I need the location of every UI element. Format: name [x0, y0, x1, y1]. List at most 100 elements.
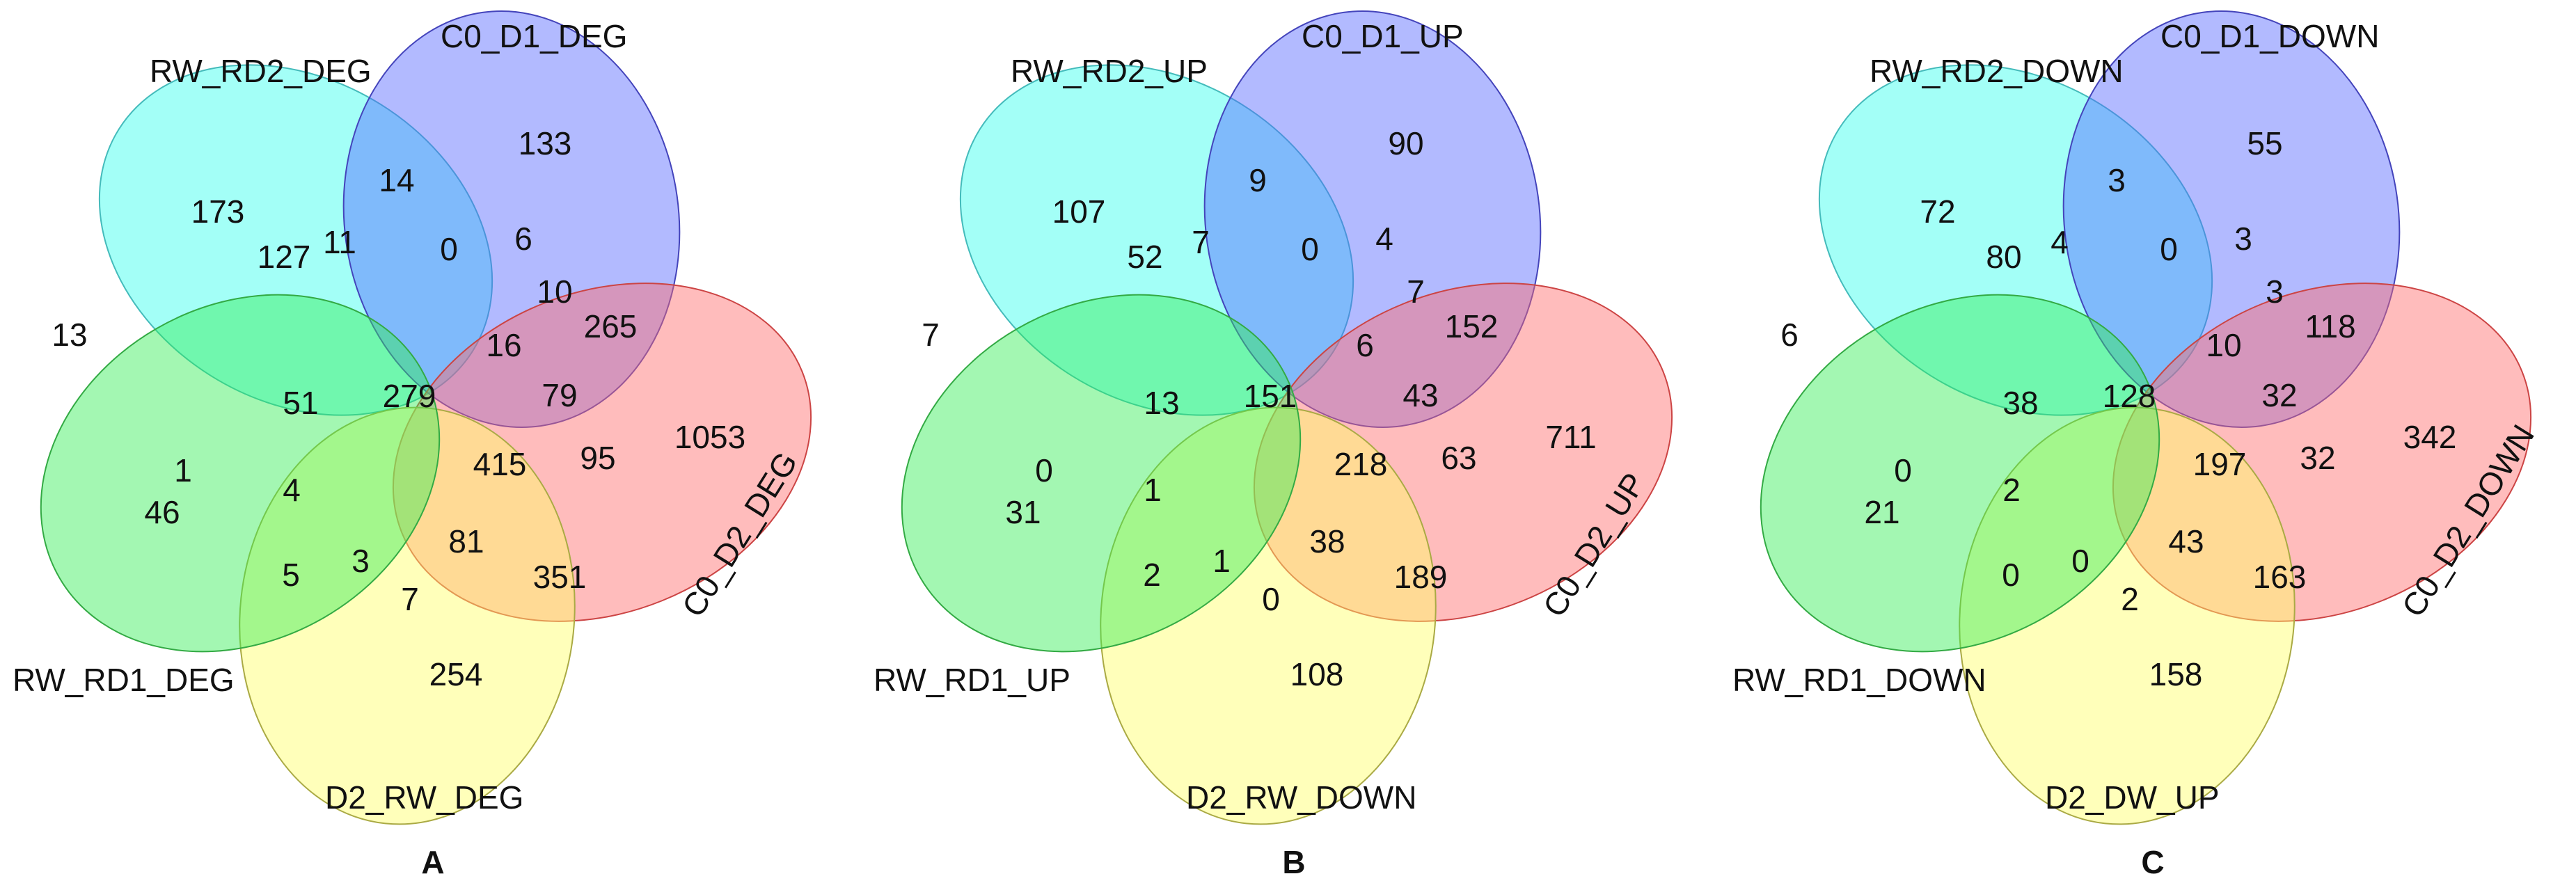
region-count-eb-in: 0 [1894, 452, 1912, 488]
set-label-d2-rw: D2_RW_DOWN [1186, 779, 1416, 816]
region-count-g1: 7 [1192, 224, 1210, 260]
region-count-g3: 10 [537, 273, 572, 310]
region-count-g5: 79 [542, 377, 577, 413]
region-count-da-in: 0 [1262, 581, 1280, 617]
region-count-e: 31 [1005, 494, 1041, 530]
region-count-g1: 11 [323, 224, 356, 260]
region-count-ab: 14 [379, 162, 414, 198]
set-label-rw-rd1: RW_RD1_DEG [13, 662, 235, 698]
region-count-bd-in: 3 [2234, 221, 2252, 257]
region-count-a: 173 [191, 193, 245, 230]
region-count-g1: 4 [2050, 224, 2069, 260]
region-count-ab: 3 [2108, 162, 2126, 198]
set-label-rw-rd2: RW_RD2_DOWN [1870, 53, 2124, 89]
region-count-g6: 415 [473, 446, 527, 482]
region-count-g4: 6 [1356, 327, 1374, 363]
region-count-ce-in: 95 [580, 440, 615, 476]
set-d2-rw-ellipse [1100, 406, 1437, 825]
set-label-rw-rd1: RW_RD1_UP [874, 662, 1070, 698]
region-count-g8: 1 [1212, 543, 1231, 579]
region-count-ea: 13 [52, 317, 87, 353]
region-count-e: 21 [1864, 494, 1899, 530]
region-count-core: 279 [383, 378, 436, 414]
region-count-cd: 163 [2253, 559, 2307, 595]
region-count-g10: 51 [283, 385, 318, 421]
set-label-rw-rd2: RW_RD2_DEG [150, 53, 372, 89]
region-count-b: 133 [519, 125, 572, 161]
region-count-g9: 2 [2002, 472, 2021, 508]
set-rw-rd2-ellipse [959, 64, 1354, 416]
region-count-a: 72 [1920, 193, 1955, 230]
region-count-c: 1053 [674, 419, 745, 455]
region-count-ce-in: 63 [1441, 440, 1476, 476]
region-count-bc: 265 [584, 308, 638, 344]
region-count-eb-in: 0 [1035, 452, 1053, 488]
region-count-g10: 38 [2002, 385, 2038, 421]
set-label-d2-rw: D2_DW_UP [2045, 779, 2220, 816]
region-count-g5: 32 [2261, 377, 2297, 413]
region-count-g6: 197 [2193, 446, 2247, 482]
region-count-ea: 7 [922, 317, 940, 353]
set-d2-rw-ellipse [239, 406, 576, 825]
region-count-ac-in: 127 [258, 239, 311, 275]
set-rw-rd1-ellipse [40, 294, 441, 653]
set-label-rw-rd2: RW_RD2_UP [1011, 53, 1208, 89]
region-count-ce-in: 32 [2300, 440, 2335, 476]
region-count-bc: 118 [2305, 308, 2355, 344]
venn-panel-c: RW_RD2_DOWNC0_D1_DOWNC0_D2_DOWND2_DW_UPR… [1732, 10, 2541, 880]
set-rw-rd2-ellipse [98, 64, 493, 416]
set-c0-d1-ellipse [1203, 10, 1542, 428]
panel-letter: A [421, 844, 444, 880]
region-count-de: 0 [2002, 557, 2020, 593]
set-label-rw-rd1: RW_RD1_DOWN [1732, 662, 1986, 698]
region-count-da-in: 7 [401, 581, 419, 617]
set-rw-rd1-ellipse [1760, 294, 2160, 653]
set-rw-rd2-ellipse [1818, 64, 2213, 416]
set-c0-d2-ellipse [2112, 283, 2532, 622]
set-c0-d2-ellipse [392, 283, 812, 622]
region-count-ea: 6 [1780, 317, 1799, 353]
region-count-d: 158 [2149, 656, 2203, 692]
venn-panel-a: RW_RD2_DEGC0_D1_DEGC0_D2_DEGD2_RW_DEGRW_… [13, 10, 812, 880]
set-label-d2-rw: D2_RW_DEG [325, 779, 523, 816]
set-c0-d1-ellipse [2062, 10, 2401, 428]
region-count-ac-in: 52 [1127, 239, 1162, 275]
region-count-g5: 43 [1402, 377, 1438, 413]
region-count-g7: 38 [1309, 523, 1345, 559]
set-c0-d1-ellipse [342, 10, 681, 428]
region-count-d: 254 [429, 656, 483, 692]
region-count-b: 90 [1388, 125, 1423, 161]
region-count-g2: 0 [2160, 231, 2178, 267]
region-count-core: 128 [2103, 378, 2156, 414]
panel-letter: B [1282, 844, 1305, 880]
region-count-cd: 189 [1394, 559, 1448, 595]
set-label-c0-d1: C0_D1_DOWN [2160, 18, 2379, 54]
region-count-d: 108 [1290, 656, 1344, 692]
set-label-c0-d1: C0_D1_DEG [441, 18, 627, 54]
panel-letter: C [2141, 844, 2164, 880]
region-count-eb-in: 1 [174, 452, 192, 488]
region-count-de: 2 [1143, 557, 1161, 593]
set-d2-rw-ellipse [1959, 406, 2296, 825]
region-count-g4: 16 [486, 327, 521, 363]
region-count-g8: 0 [2071, 543, 2089, 579]
region-count-ac-in: 80 [1986, 239, 2021, 275]
region-count-g2: 0 [440, 231, 458, 267]
region-count-a: 107 [1052, 193, 1106, 230]
region-count-g6: 218 [1334, 446, 1388, 482]
set-rw-rd1-ellipse [901, 294, 1302, 653]
region-count-g3: 7 [1407, 273, 1425, 310]
region-count-g10: 13 [1144, 385, 1179, 421]
region-count-de: 5 [282, 557, 300, 593]
region-count-c: 342 [2403, 419, 2457, 455]
region-count-bc: 152 [1445, 308, 1499, 344]
region-count-g4: 10 [2206, 327, 2241, 363]
region-count-b: 55 [2247, 125, 2282, 161]
region-count-bd-in: 4 [1375, 221, 1393, 257]
region-count-g3: 3 [2266, 273, 2284, 310]
region-count-g7: 81 [448, 523, 484, 559]
region-count-g9: 1 [1144, 472, 1162, 508]
region-count-cd: 351 [533, 559, 587, 595]
region-count-core: 151 [1244, 378, 1297, 414]
